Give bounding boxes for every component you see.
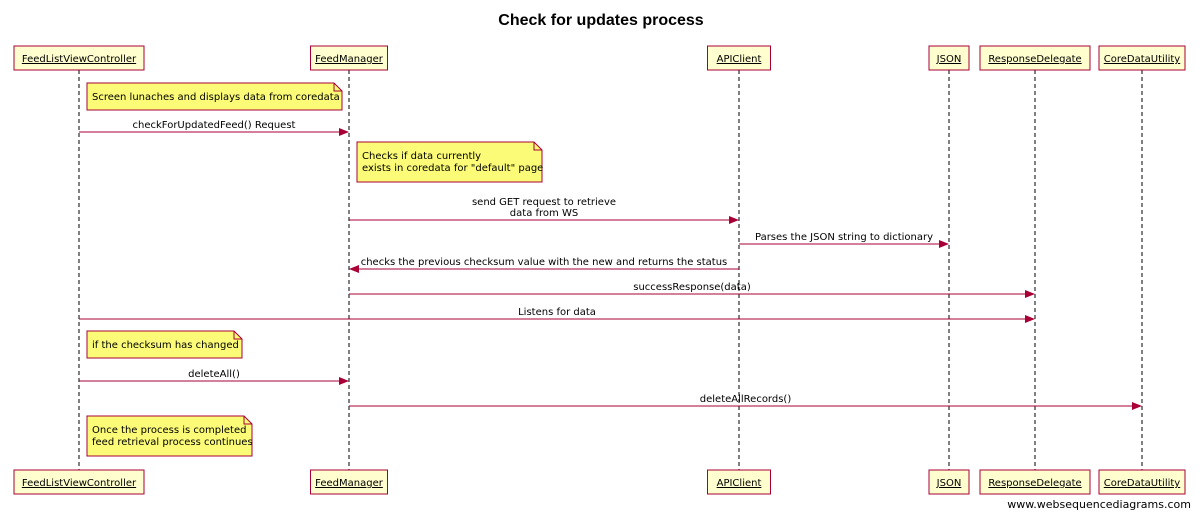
- participant-top-cdu: CoreDataUtility: [1098, 45, 1186, 71]
- participant-top-json: JSON: [928, 45, 970, 71]
- message-9: deleteAll(): [79, 369, 349, 385]
- note-fold: [333, 83, 342, 92]
- note-text: Once the process is completed: [92, 425, 246, 436]
- note-box: [86, 415, 253, 457]
- participant-bottom-api: APIClient: [707, 469, 771, 495]
- message-label: data from WS: [510, 208, 578, 219]
- participant-label: FeedManager: [315, 478, 384, 489]
- participant-top-api: APIClient: [707, 45, 771, 71]
- note-fold: [243, 416, 252, 425]
- participant-label: JSON: [936, 478, 962, 489]
- message-4: Parses the JSON string to dictionary: [739, 232, 949, 248]
- participant-box: [979, 469, 1091, 495]
- participant-box: [928, 45, 970, 71]
- participant-bottom-json: JSON: [928, 469, 970, 495]
- events: Screen lunaches and displays data from c…: [79, 82, 1142, 457]
- participant-box: [310, 45, 388, 71]
- message-label: send GET request to retrieve: [472, 197, 616, 208]
- message-1: checkForUpdatedFeed() Request: [79, 120, 349, 136]
- participant-top-rd: ResponseDelegate: [979, 45, 1091, 71]
- participant-label: CoreDataUtility: [1104, 478, 1181, 489]
- participant-bottom-fm: FeedManager: [310, 469, 388, 495]
- participant-top-fm: FeedManager: [310, 45, 388, 71]
- participant-top-flvc: FeedListViewController: [13, 45, 145, 71]
- message-label: deleteAll(): [188, 369, 240, 380]
- participant-label: CoreDataUtility: [1104, 54, 1181, 65]
- participants-top: FeedListViewController FeedManager APIClie…: [13, 45, 1186, 71]
- participant-box: [13, 469, 145, 495]
- note-text: Screen lunaches and displays data from c…: [92, 92, 340, 103]
- message-10: deleteAllRecords(): [349, 394, 1142, 410]
- participant-label: APIClient: [717, 478, 762, 489]
- participant-label: FeedListViewController: [22, 478, 137, 489]
- note-box: [86, 330, 243, 359]
- note-fold: [533, 142, 542, 151]
- participant-box: [13, 45, 145, 71]
- message-label: Parses the JSON string to dictionary: [755, 232, 933, 243]
- participant-box: [1098, 45, 1186, 71]
- participant-label: ResponseDelegate: [988, 54, 1081, 65]
- participant-box: [928, 469, 970, 495]
- participant-label: APIClient: [717, 54, 762, 65]
- participant-bottom-rd: ResponseDelegate: [979, 469, 1091, 495]
- participant-box: [707, 469, 771, 495]
- note-8: if the checksum has changed: [86, 330, 243, 359]
- participant-box: [979, 45, 1091, 71]
- diagram-title: Check for updates process: [498, 12, 704, 29]
- participant-box: [707, 45, 771, 71]
- participants-bottom: FeedListViewController FeedManager APIClie…: [13, 469, 1186, 495]
- participant-label: JSON: [936, 54, 962, 65]
- note-0: Screen lunaches and displays data from c…: [86, 82, 343, 111]
- message-6: successResponse(data): [349, 282, 1035, 298]
- message-label: checks the previous checksum value with …: [361, 257, 728, 268]
- note-text: exists in coredata for "default" page: [362, 163, 543, 174]
- message-label: Listens for data: [518, 307, 596, 318]
- participant-box: [1098, 469, 1186, 495]
- watermark: www.websequencediagrams.com: [1007, 498, 1191, 511]
- participant-label: FeedManager: [315, 54, 384, 65]
- participant-bottom-cdu: CoreDataUtility: [1098, 469, 1186, 495]
- note-fold: [233, 331, 242, 340]
- message-label: checkForUpdatedFeed() Request: [133, 120, 296, 131]
- note-box: [356, 141, 543, 183]
- participant-label: ResponseDelegate: [988, 478, 1081, 489]
- participant-bottom-flvc: FeedListViewController: [13, 469, 145, 495]
- participant-label: FeedListViewController: [22, 54, 137, 65]
- note-text: Checks if data currently: [362, 151, 481, 162]
- message-7: Listens for data: [79, 307, 1035, 323]
- note-box: [86, 82, 343, 111]
- note-text: if the checksum has changed: [92, 340, 239, 351]
- message-5: checks the previous checksum value with …: [349, 257, 739, 273]
- participant-box: [310, 469, 388, 495]
- message-label: deleteAllRecords(): [700, 394, 792, 405]
- note-text: feed retrieval process continues: [92, 437, 253, 448]
- message-label: successResponse(data): [633, 282, 751, 293]
